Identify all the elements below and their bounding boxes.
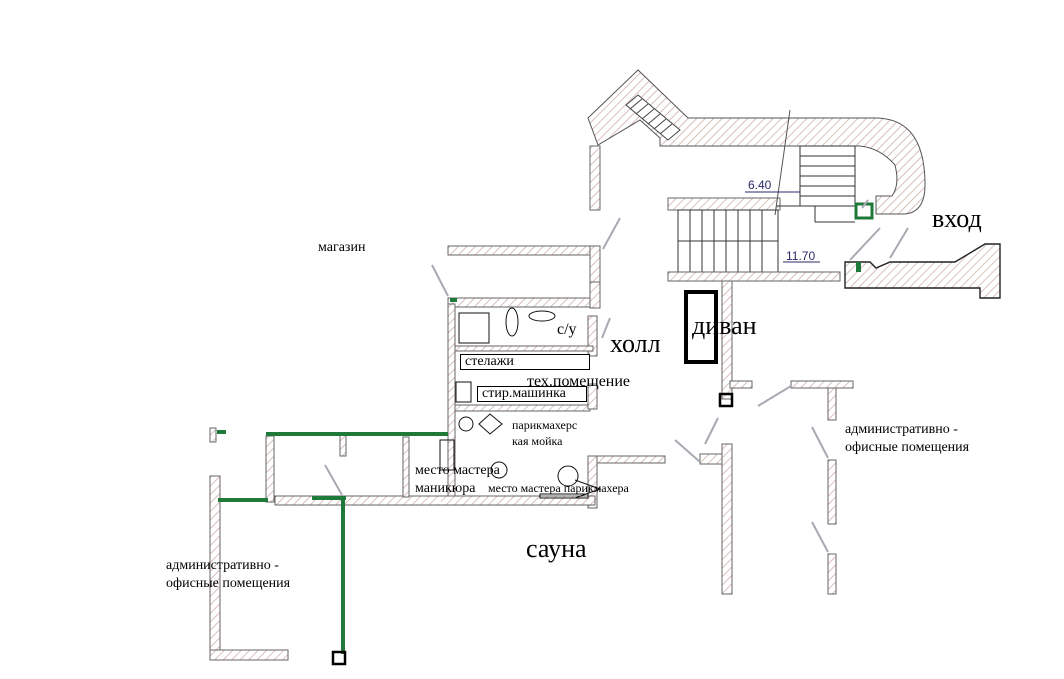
label-tech-room: тех.помещение [527, 373, 631, 390]
right-wall-segments [699, 280, 854, 595]
door-gap-mark [435, 500, 441, 504]
entrance-post [856, 262, 861, 272]
wall-segment [589, 145, 601, 211]
label-manicure-place: место мастера маникюра [415, 463, 500, 497]
column-marker [331, 650, 347, 666]
column-marker [718, 392, 734, 408]
dimension-lower: 11.70 [786, 249, 816, 263]
label-shop: магазин [318, 240, 366, 255]
wall-segment [667, 271, 841, 282]
label-sauna: сауна [526, 534, 587, 563]
stairs [667, 109, 856, 273]
leader-lines [324, 199, 909, 553]
left-wall-segments [209, 427, 289, 661]
corridor-wall [587, 69, 926, 215]
label-offices-right: административно - офисные помещения [845, 422, 970, 456]
dimension-upper: 6.40 [748, 178, 772, 192]
fixtures [439, 307, 602, 499]
label-hall: холл [610, 329, 661, 358]
sofa [684, 290, 718, 364]
entrance-wall [844, 243, 1001, 299]
green-partitions [217, 298, 457, 654]
label-sofa: диван [692, 311, 757, 340]
label-wc: с/у [557, 321, 577, 338]
label-washing-machine: стир.машинка [477, 386, 587, 402]
label-hair-wash: парикмахерс кая мойка [512, 418, 578, 448]
label-shelves: стелажи [460, 354, 590, 370]
label-hairdresser-place: место мастера парикмахера [488, 481, 629, 495]
label-offices-left: административно - офисные помещения [166, 558, 291, 592]
dimension-lines [745, 191, 820, 263]
label-entrance: вход [932, 204, 982, 233]
upper-stair-flight [625, 94, 681, 141]
